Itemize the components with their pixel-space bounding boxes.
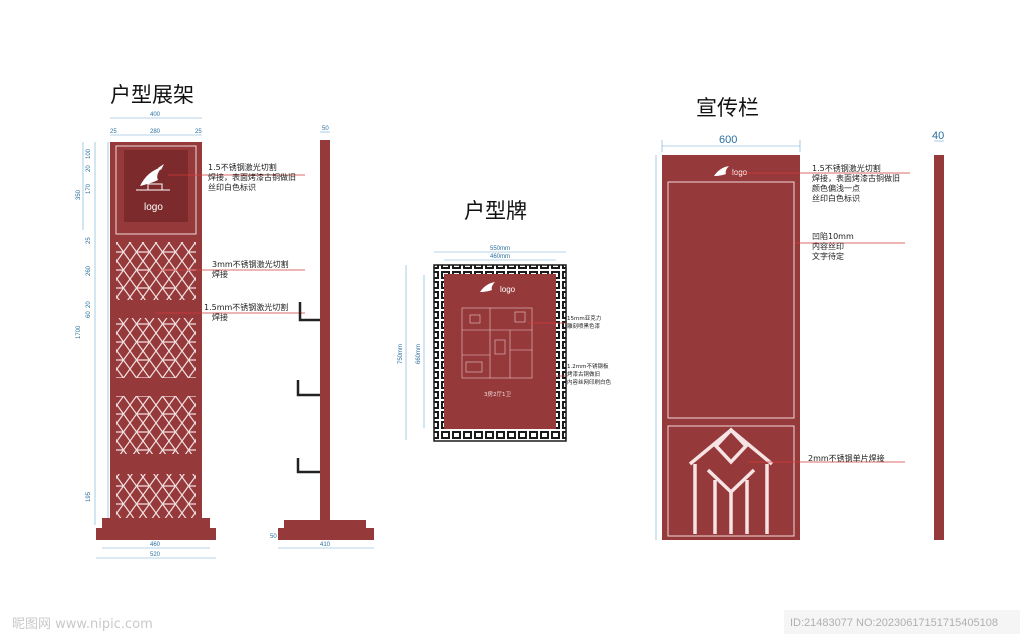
board-note-2-l2: 内容丝印 <box>812 241 844 251</box>
floor-plan-drawing <box>461 307 533 379</box>
dim-rack-width: 400 <box>150 112 161 118</box>
title-bulletin-board: 宣传栏 <box>696 96 759 120</box>
board-side-view <box>934 155 944 540</box>
unit-sign-notes: 15mm亚克力 雕刻喷黑色漆 1.2mm不锈钢板 烤漆古铜做旧 内容丝网印刷白色 <box>567 314 612 386</box>
dim-rack-h10: 195 <box>86 491 92 502</box>
board-bird-logo-icon <box>714 166 729 176</box>
watermark-id-bg <box>784 610 1020 634</box>
title-display-rack: 户型展架 <box>110 83 194 107</box>
rack-lattice-4 <box>116 474 196 520</box>
rack-note-1-l3: 丝印白色标识 <box>208 182 256 192</box>
bulletin-board-notes: 1.5不锈钢激光切割 焊接，表面烤漆古铜做旧 颜色偏浅一点 丝印白色标识 凹陷1… <box>808 163 900 463</box>
dim-sign-660: 660mm <box>416 344 422 364</box>
rack-lattice-1 <box>116 242 196 300</box>
board-logo-text: logo <box>732 168 748 177</box>
dim-rack-h4: 350 <box>76 189 82 200</box>
floor-plan-caption: 3房2厅1卫 <box>484 390 511 398</box>
sign-note-2-l3: 内容丝网印刷白色 <box>567 378 612 386</box>
dim-sign-550: 550mm <box>490 246 510 252</box>
rack-note-3-l1: 1.5mm不锈钢激光切割 <box>204 302 288 312</box>
rack-top-frame <box>115 145 197 235</box>
sign-note-2-l1: 1.2mm不锈钢板 <box>567 362 609 370</box>
board-note-2-l1: 凹陷10mm <box>812 231 854 241</box>
sign-bird-logo-icon <box>480 282 495 292</box>
dim-rack-h3: 170 <box>86 183 92 194</box>
dim-rack-h1: 100 <box>86 148 92 159</box>
dim-rack-h2: 20 <box>86 165 92 172</box>
board-note-1-l2: 焊接，表面烤漆古铜做旧 <box>812 173 900 183</box>
side-base-lower <box>278 528 374 540</box>
board-note-1-l4: 丝印白色标识 <box>812 193 860 203</box>
rack-note-3-l2: 焊接 <box>212 312 228 322</box>
dim-rack-total-height: 1700 <box>76 325 82 339</box>
board-lattice-ornament <box>688 427 774 534</box>
rack-base-upper <box>102 518 210 528</box>
board-note-1-l1: 1.5不锈钢激光切割 <box>812 163 881 173</box>
sign-note-1-l1: 15mm亚克力 <box>567 314 601 322</box>
display-rack-notes: 1.5不锈钢激光切割 焊接，表面烤漆古铜做旧 丝印白色标识 3mm不锈钢激光切割… <box>204 162 296 322</box>
dim-rack-h8: 60 <box>86 311 92 318</box>
sign-panel <box>444 274 556 429</box>
rack-base-lower <box>96 528 216 540</box>
dim-rack-base-460: 460 <box>150 542 161 548</box>
board-note-1-l3: 颜色偏浅一点 <box>812 183 860 193</box>
sign-logo-text: logo <box>500 285 516 294</box>
dim-rack-h5: 25 <box>86 237 92 244</box>
side-hooks <box>296 302 320 474</box>
dim-rack-h7: 20 <box>86 301 92 308</box>
rack-note-2-l2: 焊接 <box>212 269 228 279</box>
rack-lattice-2 <box>116 318 196 378</box>
title-unit-sign: 户型牌 <box>464 199 527 223</box>
dim-side-top: 50 <box>322 126 329 132</box>
dim-rack-h6: 260 <box>86 265 92 276</box>
side-base-upper <box>284 520 366 528</box>
board-recessed-panel <box>667 181 795 419</box>
bird-logo-icon <box>136 164 170 191</box>
dim-rack-inner: 280 <box>150 129 161 135</box>
watermark-id: ID:21483077 NO:20230617151715405108 <box>790 617 998 629</box>
rack-logo-panel <box>124 150 188 222</box>
display-rack-front: 400 25 280 25 100 20 170 350 25 260 20 6… <box>76 112 305 559</box>
rack-logo-text: logo <box>144 202 163 213</box>
display-rack-side: 50 50 410 <box>270 126 374 549</box>
board-lower-frame <box>667 425 795 537</box>
rack-note-2-l1: 3mm不锈钢激光切割 <box>212 259 289 269</box>
dim-sign-750: 750mm <box>398 344 404 364</box>
bulletin-board: 600 1700 logo 40 <box>655 130 944 540</box>
rack-note-1-l2: 焊接，表面烤漆古铜做旧 <box>208 172 296 182</box>
dim-board-side: 40 <box>932 130 944 142</box>
side-pole <box>320 140 330 520</box>
sign-note-1-l2: 雕刻喷黑色漆 <box>567 322 601 330</box>
dim-sign-460: 460mm <box>490 254 510 260</box>
board-note-2-l3: 文字待定 <box>812 251 844 261</box>
dim-rack-margin-right: 25 <box>195 129 202 135</box>
sign-note-2-l2: 烤漆古铜做旧 <box>567 370 600 378</box>
dim-side-base-h: 50 <box>270 534 277 540</box>
rack-lattice-3 <box>116 396 196 454</box>
dim-board-width: 600 <box>719 134 737 146</box>
sign-outer-stroke <box>433 264 567 442</box>
unit-sign: 550mm 460mm 750mm 660mm logo 3房2厅1卫 <box>398 246 567 442</box>
dim-rack-base-520: 520 <box>150 552 161 558</box>
dim-side-base-w: 410 <box>320 542 331 548</box>
watermark-site: 昵图网 www.nipic.com <box>12 617 153 632</box>
rack-note-1-l1: 1.5不锈钢激光切割 <box>208 162 277 172</box>
board-note-3-l1: 2mm不锈钢单片焊接 <box>808 453 885 463</box>
dim-rack-margin-left: 25 <box>110 129 117 135</box>
